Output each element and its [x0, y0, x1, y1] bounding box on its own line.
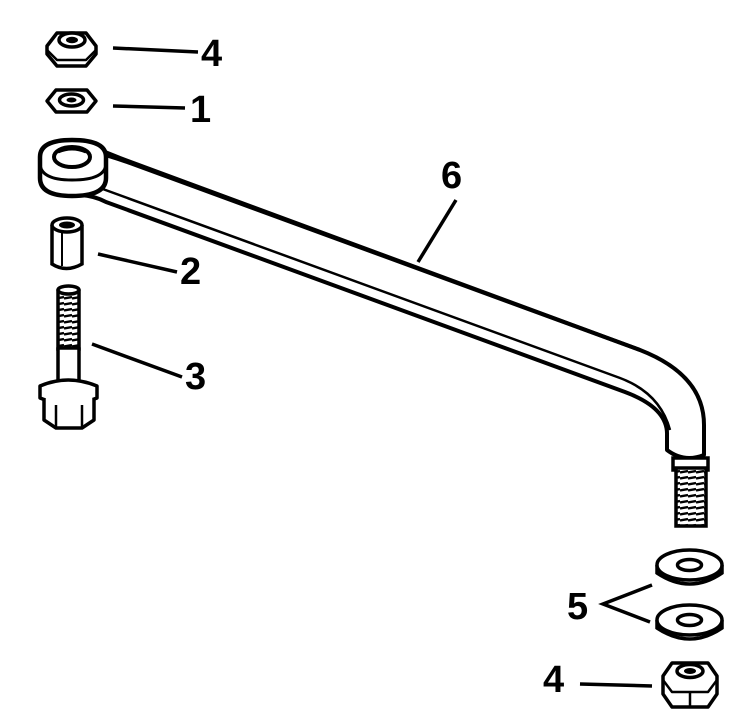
leader-line-nut-bottom [579, 682, 653, 688]
callout-label-bolt: 3 [185, 356, 206, 398]
callout-label-washer-top: 1 [190, 89, 211, 131]
callout-label-nut-top: 4 [201, 33, 222, 75]
leader-lines-washers [598, 583, 653, 624]
washer-top [45, 88, 98, 114]
callout-label-spacer: 2 [180, 251, 201, 293]
spacer-sleeve [50, 216, 84, 271]
washer-lower [655, 603, 724, 641]
link-rod [37, 137, 710, 528]
leader-line-spacer [97, 252, 178, 274]
lock-nut-top [45, 31, 98, 68]
flange-bolt [38, 284, 99, 430]
leader-line-nut-top [112, 46, 199, 54]
callout-label-washers: 5 [567, 586, 588, 628]
leader-line-link-rod [416, 199, 458, 263]
leader-line-washer-top [112, 104, 186, 110]
callout-label-nut-bottom: 4 [543, 659, 564, 701]
callout-label-link-rod: 6 [441, 155, 462, 197]
leader-line-bolt [91, 342, 183, 379]
lock-nut-bottom [661, 661, 719, 709]
washer-upper [655, 548, 724, 586]
